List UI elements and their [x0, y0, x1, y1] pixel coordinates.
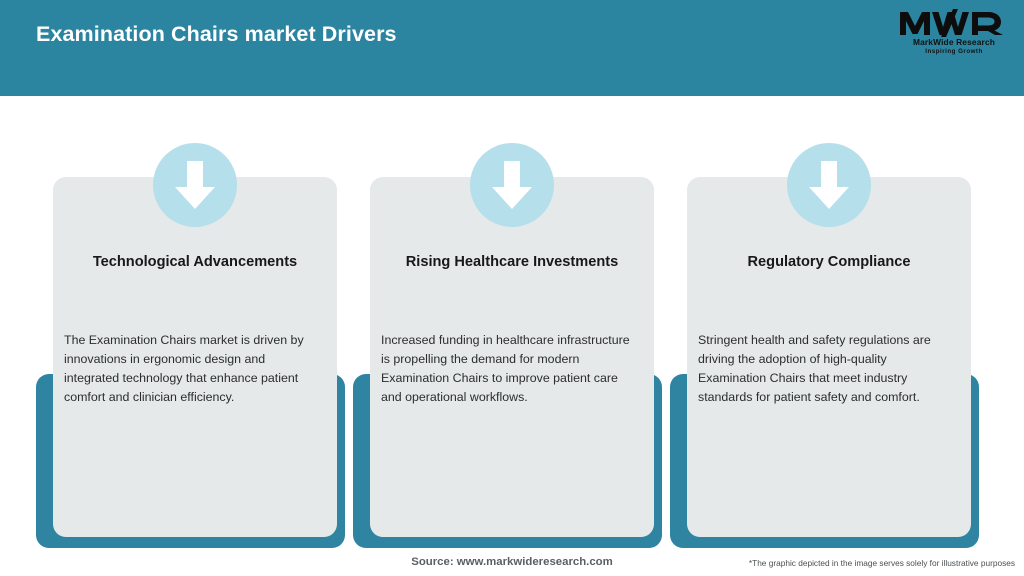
header-band	[0, 0, 1024, 96]
mwr-logo-icon	[900, 9, 1003, 37]
page-title: Examination Chairs market Drivers	[36, 22, 397, 46]
card-surface	[370, 177, 654, 537]
card-title: Regulatory Compliance	[747, 254, 911, 270]
arrow-down-icon	[470, 143, 554, 227]
arrow-down-icon	[153, 143, 237, 227]
brand-logo: MarkWide Research Inspiring Growth	[898, 8, 1010, 60]
card-surface	[53, 177, 337, 537]
source-note: Source: www.markwideresearch.com	[411, 556, 613, 568]
card-description: Stringent health and safety regulations …	[698, 333, 931, 405]
disclaimer-note: *The graphic depicted in the image serve…	[748, 558, 1015, 568]
card-surface	[687, 177, 971, 537]
card-title: Technological Advancements	[92, 254, 298, 270]
card-description: The Examination Chairs market is driven …	[64, 333, 304, 405]
card-description: Increased funding in healthcare infrastr…	[381, 333, 630, 405]
card-title: Rising Healthcare Investments	[405, 254, 619, 270]
logo-company-name: MarkWide Research	[912, 37, 996, 47]
arrow-down-icon	[787, 143, 871, 227]
logo-tagline: Inspiring Growth	[925, 47, 983, 55]
